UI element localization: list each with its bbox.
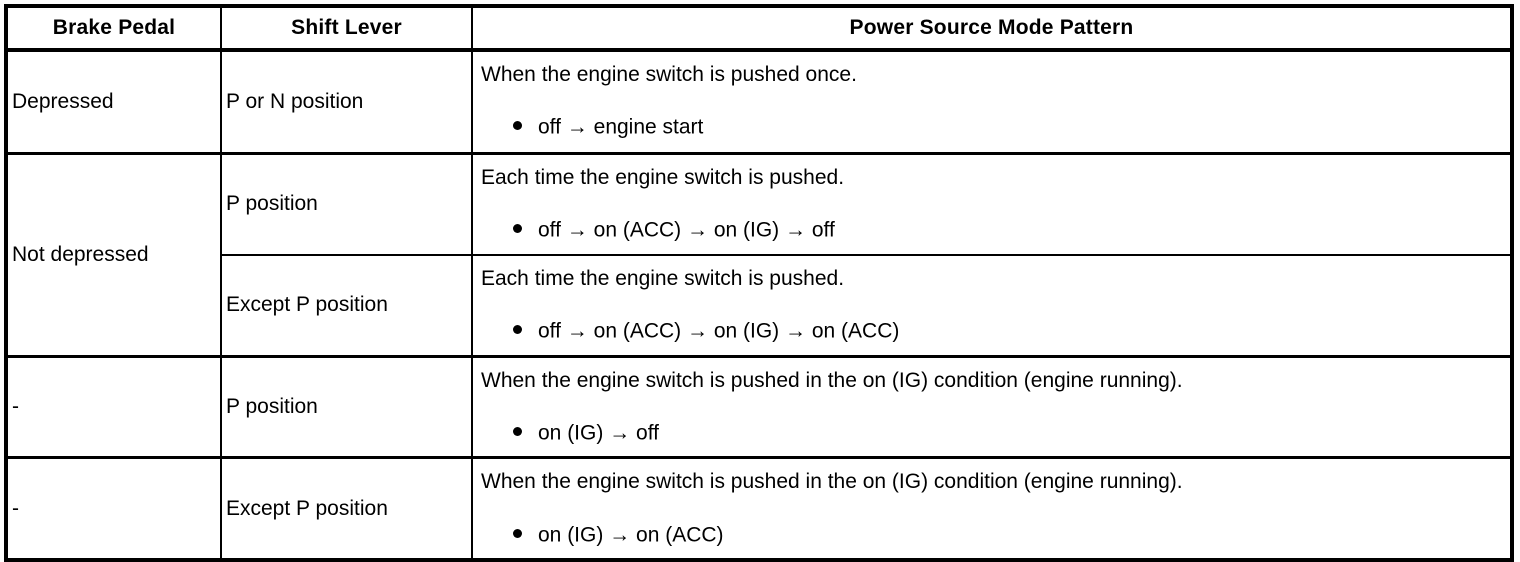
table-row: - Except P position When the engine swit… [5, 456, 1513, 562]
cell-shift-lever-p-or-n: P or N position [220, 49, 473, 155]
pattern-bullet-text: off → on (ACC) → on (IG) → on (ACC) [538, 319, 900, 343]
pattern-bullet-item: off → on (ACC) → on (IG) → off [481, 217, 1510, 244]
cell-shift-lever-p-position: P position [220, 151, 473, 256]
table-row: Depressed P or N position When the engin… [5, 49, 1513, 155]
pattern-bullet-text: on (IG) → off [538, 421, 659, 445]
pattern-bullet-text: off → engine start [538, 115, 704, 139]
pattern-bullet-item: on (IG) → off [481, 420, 1510, 447]
filled-circle-bullet-icon [513, 325, 522, 335]
column-header-power-source-mode-pattern: Power Source Mode Pattern [471, 5, 1513, 52]
cell-shift-lever-p-position-2: P position [220, 354, 473, 459]
pattern-bullet-item: off → engine start [481, 114, 1510, 141]
pattern-bullet-text: on (IG) → on (ACC) [538, 523, 724, 547]
cell-shift-lever-except-p-position: Except P position [220, 253, 473, 358]
pattern-bullet-item: off → on (ACC) → on (IG) → on (ACC) [481, 318, 1510, 345]
power-source-mode-table: Brake Pedal Shift Lever Power Source Mod… [4, 4, 1514, 562]
filled-circle-bullet-icon [513, 426, 522, 436]
column-header-shift-lever: Shift Lever [220, 5, 473, 52]
filled-circle-bullet-icon [513, 528, 522, 538]
filled-circle-bullet-icon [513, 224, 522, 234]
pattern-bullet-text: off → on (ACC) → on (IG) → off [538, 218, 835, 242]
column-header-brake-pedal: Brake Pedal [5, 5, 222, 52]
table-header: Brake Pedal Shift Lever Power Source Mod… [5, 5, 1513, 52]
table-row: - P position When the engine switch is p… [5, 354, 1513, 459]
cell-brake-pedal-depressed: Depressed [5, 49, 222, 155]
cell-brake-pedal-dash-2: - [5, 456, 222, 562]
cell-shift-lever-except-p-position-2: Except P position [220, 456, 473, 562]
table-row: Except P position Each time the engine s… [6, 253, 1513, 358]
cell-pattern-not-depressed-p: Each time the engine switch is pushed. o… [471, 151, 1513, 256]
power-source-mode-table-container: Brake Pedal Shift Lever Power Source Mod… [0, 4, 1520, 562]
table-body: Depressed P or N position When the engin… [5, 49, 1513, 562]
pattern-lead-text: When the engine switch is pushed once. [481, 63, 857, 86]
cell-pattern-not-depressed-except-p: Each time the engine switch is pushed. o… [471, 253, 1513, 358]
cell-pattern-depressed: When the engine switch is pushed once. o… [471, 49, 1513, 155]
pattern-lead-text: When the engine switch is pushed in the … [481, 368, 1183, 392]
pattern-lead-text: Each time the engine switch is pushed. [481, 266, 845, 290]
table-header-row: Brake Pedal Shift Lever Power Source Mod… [5, 5, 1513, 52]
cell-brake-pedal-dash-1: - [5, 354, 222, 459]
pattern-bullet-item: on (IG) → on (ACC) [481, 522, 1510, 549]
pattern-lead-text: Each time the engine switch is pushed. [481, 166, 845, 189]
filled-circle-bullet-icon [513, 121, 522, 131]
cell-pattern-dash-except-p: When the engine switch is pushed in the … [471, 456, 1513, 562]
pattern-lead-text: When the engine switch is pushed in the … [481, 470, 1183, 494]
cell-brake-pedal-not-depressed: Not depressed [5, 152, 222, 358]
table-row: Not depressed P position Each time the e… [5, 151, 1513, 358]
cell-pattern-dash-p: When the engine switch is pushed in the … [471, 354, 1513, 459]
